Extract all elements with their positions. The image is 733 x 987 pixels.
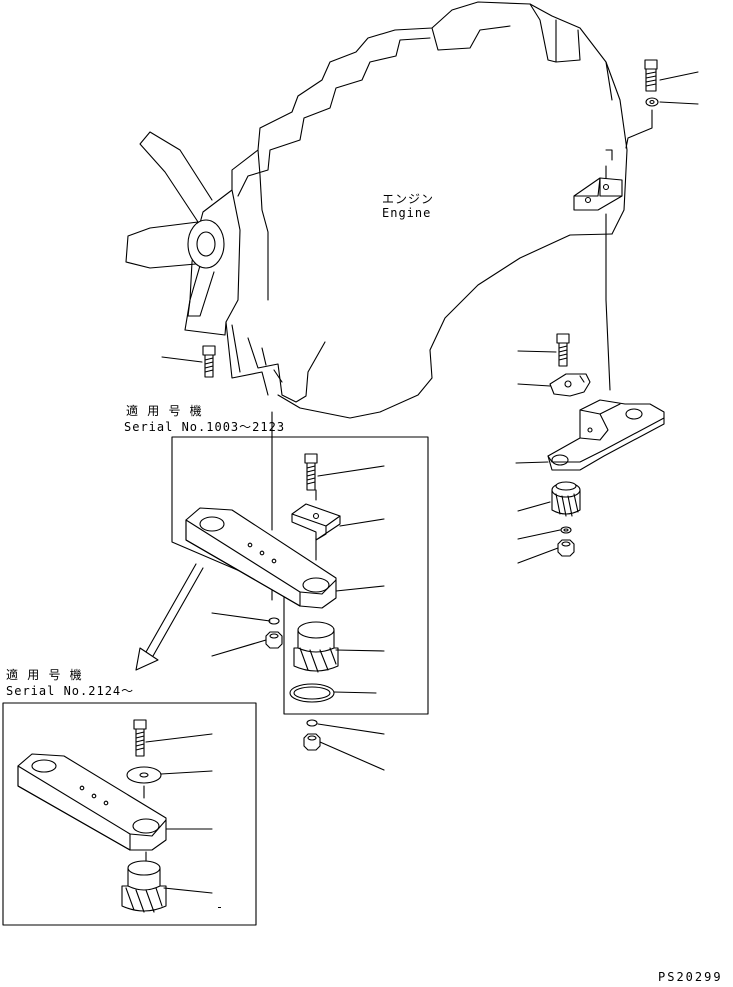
engine-left-bolt — [202, 345, 216, 378]
variant-b-frame — [2, 702, 257, 926]
drawing-number: PS20299 — [658, 970, 723, 984]
variant-a-frame — [171, 436, 429, 715]
right-mount-stack — [547, 213, 665, 557]
variant-a-parts — [185, 411, 341, 703]
variant-b-parts — [17, 719, 167, 913]
engine-label-en: Engine — [382, 206, 432, 220]
variant-b-serial-label: Serial No.2124～ — [6, 684, 135, 698]
leader-lines — [145, 71, 699, 894]
variant-a-applicable-label: 適 用 号 機 — [126, 404, 203, 418]
variant-a-serial-label: Serial No.1003～2123 — [124, 420, 286, 434]
engine-body — [184, 1, 628, 419]
note-mark — [218, 907, 221, 908]
fan — [125, 131, 225, 317]
engine-label-ja: エンジン — [382, 192, 435, 206]
variant-arrow — [135, 563, 204, 671]
variant-a-lower-fasteners — [303, 719, 321, 751]
upper-right-fasteners — [625, 59, 659, 149]
variant-b-applicable-label: 適 用 号 機 — [6, 668, 83, 682]
